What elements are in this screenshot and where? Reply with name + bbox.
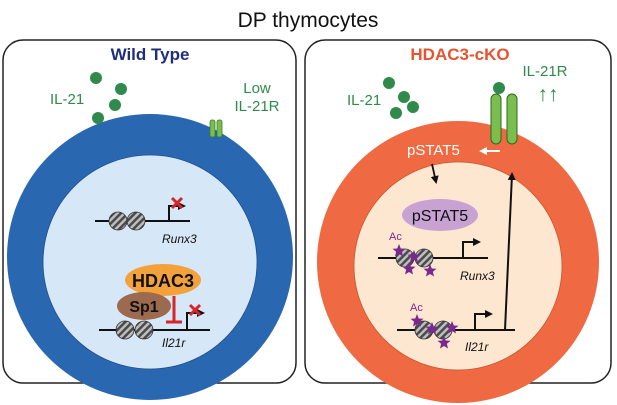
il21-cytokine <box>90 72 102 84</box>
knockout-il21-label: IL-21 <box>347 92 381 109</box>
il21-cytokine <box>398 91 410 103</box>
acetyl-star-icon <box>392 244 406 257</box>
sp1-factor <box>117 292 171 320</box>
repression-bar-icon <box>166 296 182 324</box>
wild-type-il21r-receptor <box>209 119 223 138</box>
acetyl-star-icon <box>437 336 451 349</box>
wild-type-il21-cytokines <box>90 72 127 124</box>
knockout-pstat5-cytoplasm-label: pSTAT5 <box>407 142 460 159</box>
transcription-start-arrow <box>474 310 493 330</box>
knockout-il21r-receptor <box>490 82 518 145</box>
knockout-nucleus <box>353 161 563 371</box>
pstat5-nuclear-factor <box>402 199 478 231</box>
transcription-start-arrow <box>462 238 481 258</box>
acetyl-star-icon <box>445 321 459 334</box>
nucleosome <box>414 248 434 268</box>
hdac3-complex <box>125 264 201 296</box>
nucleosome <box>126 211 146 231</box>
il21-cytokine <box>383 77 395 89</box>
il21-cytokine <box>109 99 121 111</box>
wild-type-il21r-gene <box>99 296 210 340</box>
wild-type-runx3-gene <box>95 196 190 231</box>
il21-cytokine <box>493 82 505 94</box>
knockout-pstat5-nucleus-label: pSTAT5 <box>412 208 468 225</box>
repressed-x-icon <box>170 196 184 210</box>
wild-type-panel: Wild Type IL-21 Low IL-21R <box>2 39 297 400</box>
wild-type-il21r-label: Il21r <box>162 336 186 350</box>
knockout-panel: HDAC3-cKO IL-21 IL-21R ↑↑ pSTAT5 pSTAT5 … <box>304 39 612 403</box>
knockout-receptor-label: IL-21R <box>522 63 567 80</box>
knockout-ac-label-top: Ac <box>389 231 402 243</box>
pstat5-nuclear-entry-arrow <box>430 163 439 184</box>
wild-type-il21-label: IL-21 <box>50 91 84 108</box>
repressed-x-icon <box>188 303 202 317</box>
wild-type-receptor-label: IL-21R <box>234 98 279 115</box>
nucleosome <box>134 320 154 340</box>
figure-title: DP thymocytes <box>238 9 379 32</box>
upregulation-arrows-icon: ↑↑ <box>538 83 559 106</box>
il21-cytokine <box>115 83 127 95</box>
acetyl-star-icon <box>407 250 421 263</box>
wild-type-title: Wild Type <box>111 45 190 64</box>
knockout-il21-cytokines <box>383 77 419 119</box>
il21-cytokine <box>407 101 419 113</box>
knockout-runx3-label: Runx3 <box>460 269 495 283</box>
acetyl-star-icon <box>423 264 437 277</box>
il21-cytokine <box>390 107 402 119</box>
acetyl-star-icon <box>410 314 424 327</box>
knockout-il21r-gene <box>397 310 515 349</box>
knockout-runx3-gene <box>378 238 488 277</box>
acetyl-star-icon <box>425 322 439 335</box>
acetyl-star-icon <box>402 262 416 275</box>
nucleosome <box>108 211 128 231</box>
knockout-il21r-label: Il21r <box>465 340 489 354</box>
il21-cytokine <box>92 112 104 124</box>
knockout-ac-label-bottom: Ac <box>410 302 423 314</box>
hdac3-label: HDAC3 <box>132 271 194 291</box>
wild-type-receptor-label-low: Low <box>243 80 271 97</box>
knockout-title: HDAC3-cKO <box>410 45 509 64</box>
sp1-label: Sp1 <box>129 299 158 316</box>
il21r-expression-arrow <box>504 172 516 331</box>
nucleosome <box>115 320 135 340</box>
wild-type-runx3-label: Runx3 <box>162 232 197 246</box>
